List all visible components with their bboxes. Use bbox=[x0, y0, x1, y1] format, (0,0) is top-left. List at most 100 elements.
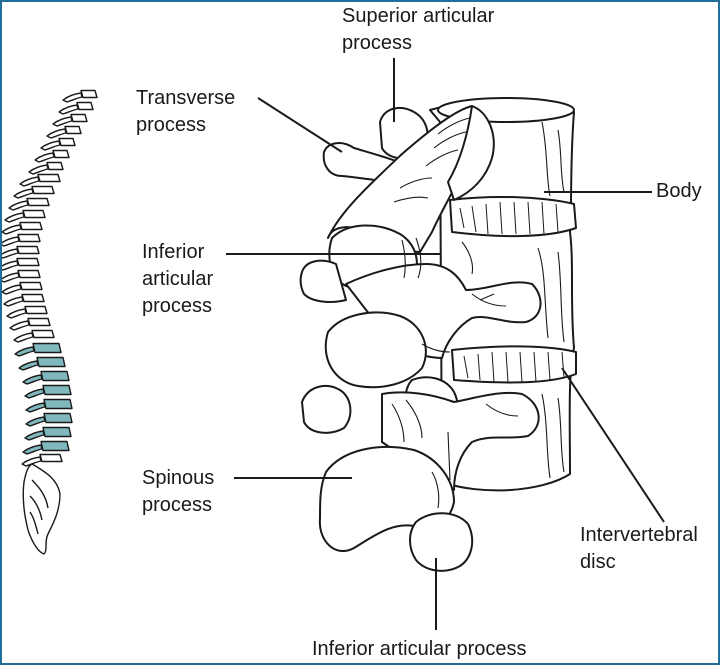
surface-shading bbox=[391, 117, 519, 509]
vertebra-body bbox=[21, 293, 45, 303]
vertebra-body bbox=[31, 185, 55, 195]
label-line: articular bbox=[142, 268, 214, 290]
vertebra-spinous-process bbox=[14, 346, 35, 357]
vertebra-body bbox=[46, 161, 64, 171]
vertebra-spinous-process bbox=[3, 296, 24, 307]
vertebra-spinous-process bbox=[62, 92, 83, 103]
vertebra-spinous-process bbox=[8, 200, 29, 211]
lumbar-vertebra bbox=[14, 342, 62, 357]
vertebra-body bbox=[64, 125, 82, 135]
vertebra-body bbox=[36, 356, 66, 368]
lumbar-vertebra bbox=[24, 384, 72, 399]
vertebra bbox=[2, 221, 43, 235]
vertebra bbox=[34, 149, 70, 163]
vertebra-body bbox=[40, 440, 70, 452]
lumbar-vertebra bbox=[22, 440, 70, 455]
vertebra bbox=[6, 305, 48, 319]
upper-disc bbox=[449, 196, 577, 238]
vertebra bbox=[62, 89, 98, 103]
label-line: Inferior articular process bbox=[312, 638, 527, 660]
spinous-process-mid bbox=[324, 311, 427, 389]
vertebra-body bbox=[37, 173, 61, 183]
vertebra-spinous-process bbox=[22, 374, 43, 385]
transverse-process-mid bbox=[299, 259, 347, 303]
label-line: Inferior bbox=[142, 241, 205, 263]
vertebra-spinous-process bbox=[2, 224, 22, 235]
label-line: Spinous bbox=[142, 467, 215, 489]
vertebra bbox=[2, 245, 40, 259]
label-superior-articular-process: Superior articular process bbox=[342, 3, 494, 57]
label-line: disc bbox=[580, 551, 616, 573]
vertebra bbox=[2, 233, 41, 247]
disc-striations bbox=[459, 201, 565, 383]
label-line: Transverse bbox=[136, 87, 236, 109]
vertebra-spinous-process bbox=[9, 320, 30, 331]
leader-transverse bbox=[257, 97, 343, 153]
spinal-column-diagram bbox=[2, 89, 98, 555]
vertebra-spinous-process bbox=[25, 416, 46, 427]
label-body: Body bbox=[656, 178, 702, 205]
label-line: process bbox=[342, 32, 413, 54]
sacrum bbox=[22, 463, 61, 555]
vertebra bbox=[2, 281, 43, 295]
vertebra bbox=[28, 161, 64, 175]
vertebra-spinous-process bbox=[24, 430, 45, 441]
pedicle-top bbox=[447, 105, 495, 201]
lumbar-vertebrae-drawing bbox=[299, 97, 577, 572]
vertebra-body bbox=[43, 412, 73, 424]
leader-intervertebral-disc bbox=[561, 367, 665, 523]
vertebra-spinous-process bbox=[4, 212, 25, 223]
vertebra-spinous-process bbox=[2, 284, 22, 295]
vertebra bbox=[9, 317, 51, 331]
label-intervertebral-disc: Intervertebral disc bbox=[580, 522, 698, 576]
label-transverse-process: Transverse process bbox=[136, 85, 235, 139]
vertebra bbox=[58, 101, 94, 115]
label-line: Superior articular bbox=[342, 5, 495, 27]
vertebra-spinous-process bbox=[40, 140, 61, 151]
vertebra-body bbox=[32, 342, 62, 354]
lumbar-vertebra bbox=[25, 398, 73, 413]
leader-lines bbox=[226, 58, 665, 630]
sacrum-ridge bbox=[29, 479, 49, 535]
vertebra-body bbox=[24, 305, 48, 315]
label-inferior-articular-process-bottom: Inferior articular process bbox=[312, 636, 527, 663]
vertebra-body bbox=[76, 101, 94, 111]
vertebra bbox=[13, 329, 55, 343]
vertebra-body bbox=[17, 233, 41, 243]
vertebra-spinous-process bbox=[25, 402, 46, 413]
vertebra-spinous-process bbox=[2, 260, 19, 271]
vertebra-body bbox=[58, 137, 76, 147]
label-inferior-articular-process-left: Inferior articular process bbox=[142, 239, 213, 320]
vertebra bbox=[19, 173, 61, 187]
vertebra-spinous-process bbox=[13, 332, 34, 343]
label-line: process bbox=[136, 114, 207, 136]
vertebra-spinous-process bbox=[21, 456, 42, 467]
vertebra-body bbox=[16, 245, 40, 255]
vertebra bbox=[8, 197, 50, 211]
label-spinous-process: Spinous process bbox=[142, 465, 214, 519]
vertebra-spinous-process bbox=[13, 188, 34, 199]
vertebra-body bbox=[31, 329, 55, 339]
lumbar-vertebra bbox=[18, 356, 66, 371]
vertebra-body bbox=[19, 221, 43, 231]
vertebra-body bbox=[42, 384, 72, 396]
lumbar-vertebra bbox=[22, 370, 70, 385]
vertebra-body bbox=[17, 269, 41, 279]
vertebra bbox=[4, 209, 46, 223]
lumbar-region-highlight bbox=[14, 342, 73, 455]
vertebra-spinous-process bbox=[2, 272, 20, 283]
vertebra-spinous-process bbox=[34, 152, 55, 163]
body-texture bbox=[537, 121, 565, 479]
vertebra-spinous-process bbox=[58, 104, 79, 115]
vertebra-body bbox=[39, 453, 63, 463]
label-line: process bbox=[142, 295, 213, 317]
vertebra-spinous-process bbox=[46, 128, 67, 139]
vertebra-body bbox=[40, 370, 70, 382]
vertebra-spinous-process bbox=[6, 308, 27, 319]
vertebra-spinous-process bbox=[18, 360, 39, 371]
vertebra-body bbox=[42, 426, 72, 438]
spine-vertebrae bbox=[2, 89, 98, 467]
vertebra-body bbox=[43, 398, 73, 410]
